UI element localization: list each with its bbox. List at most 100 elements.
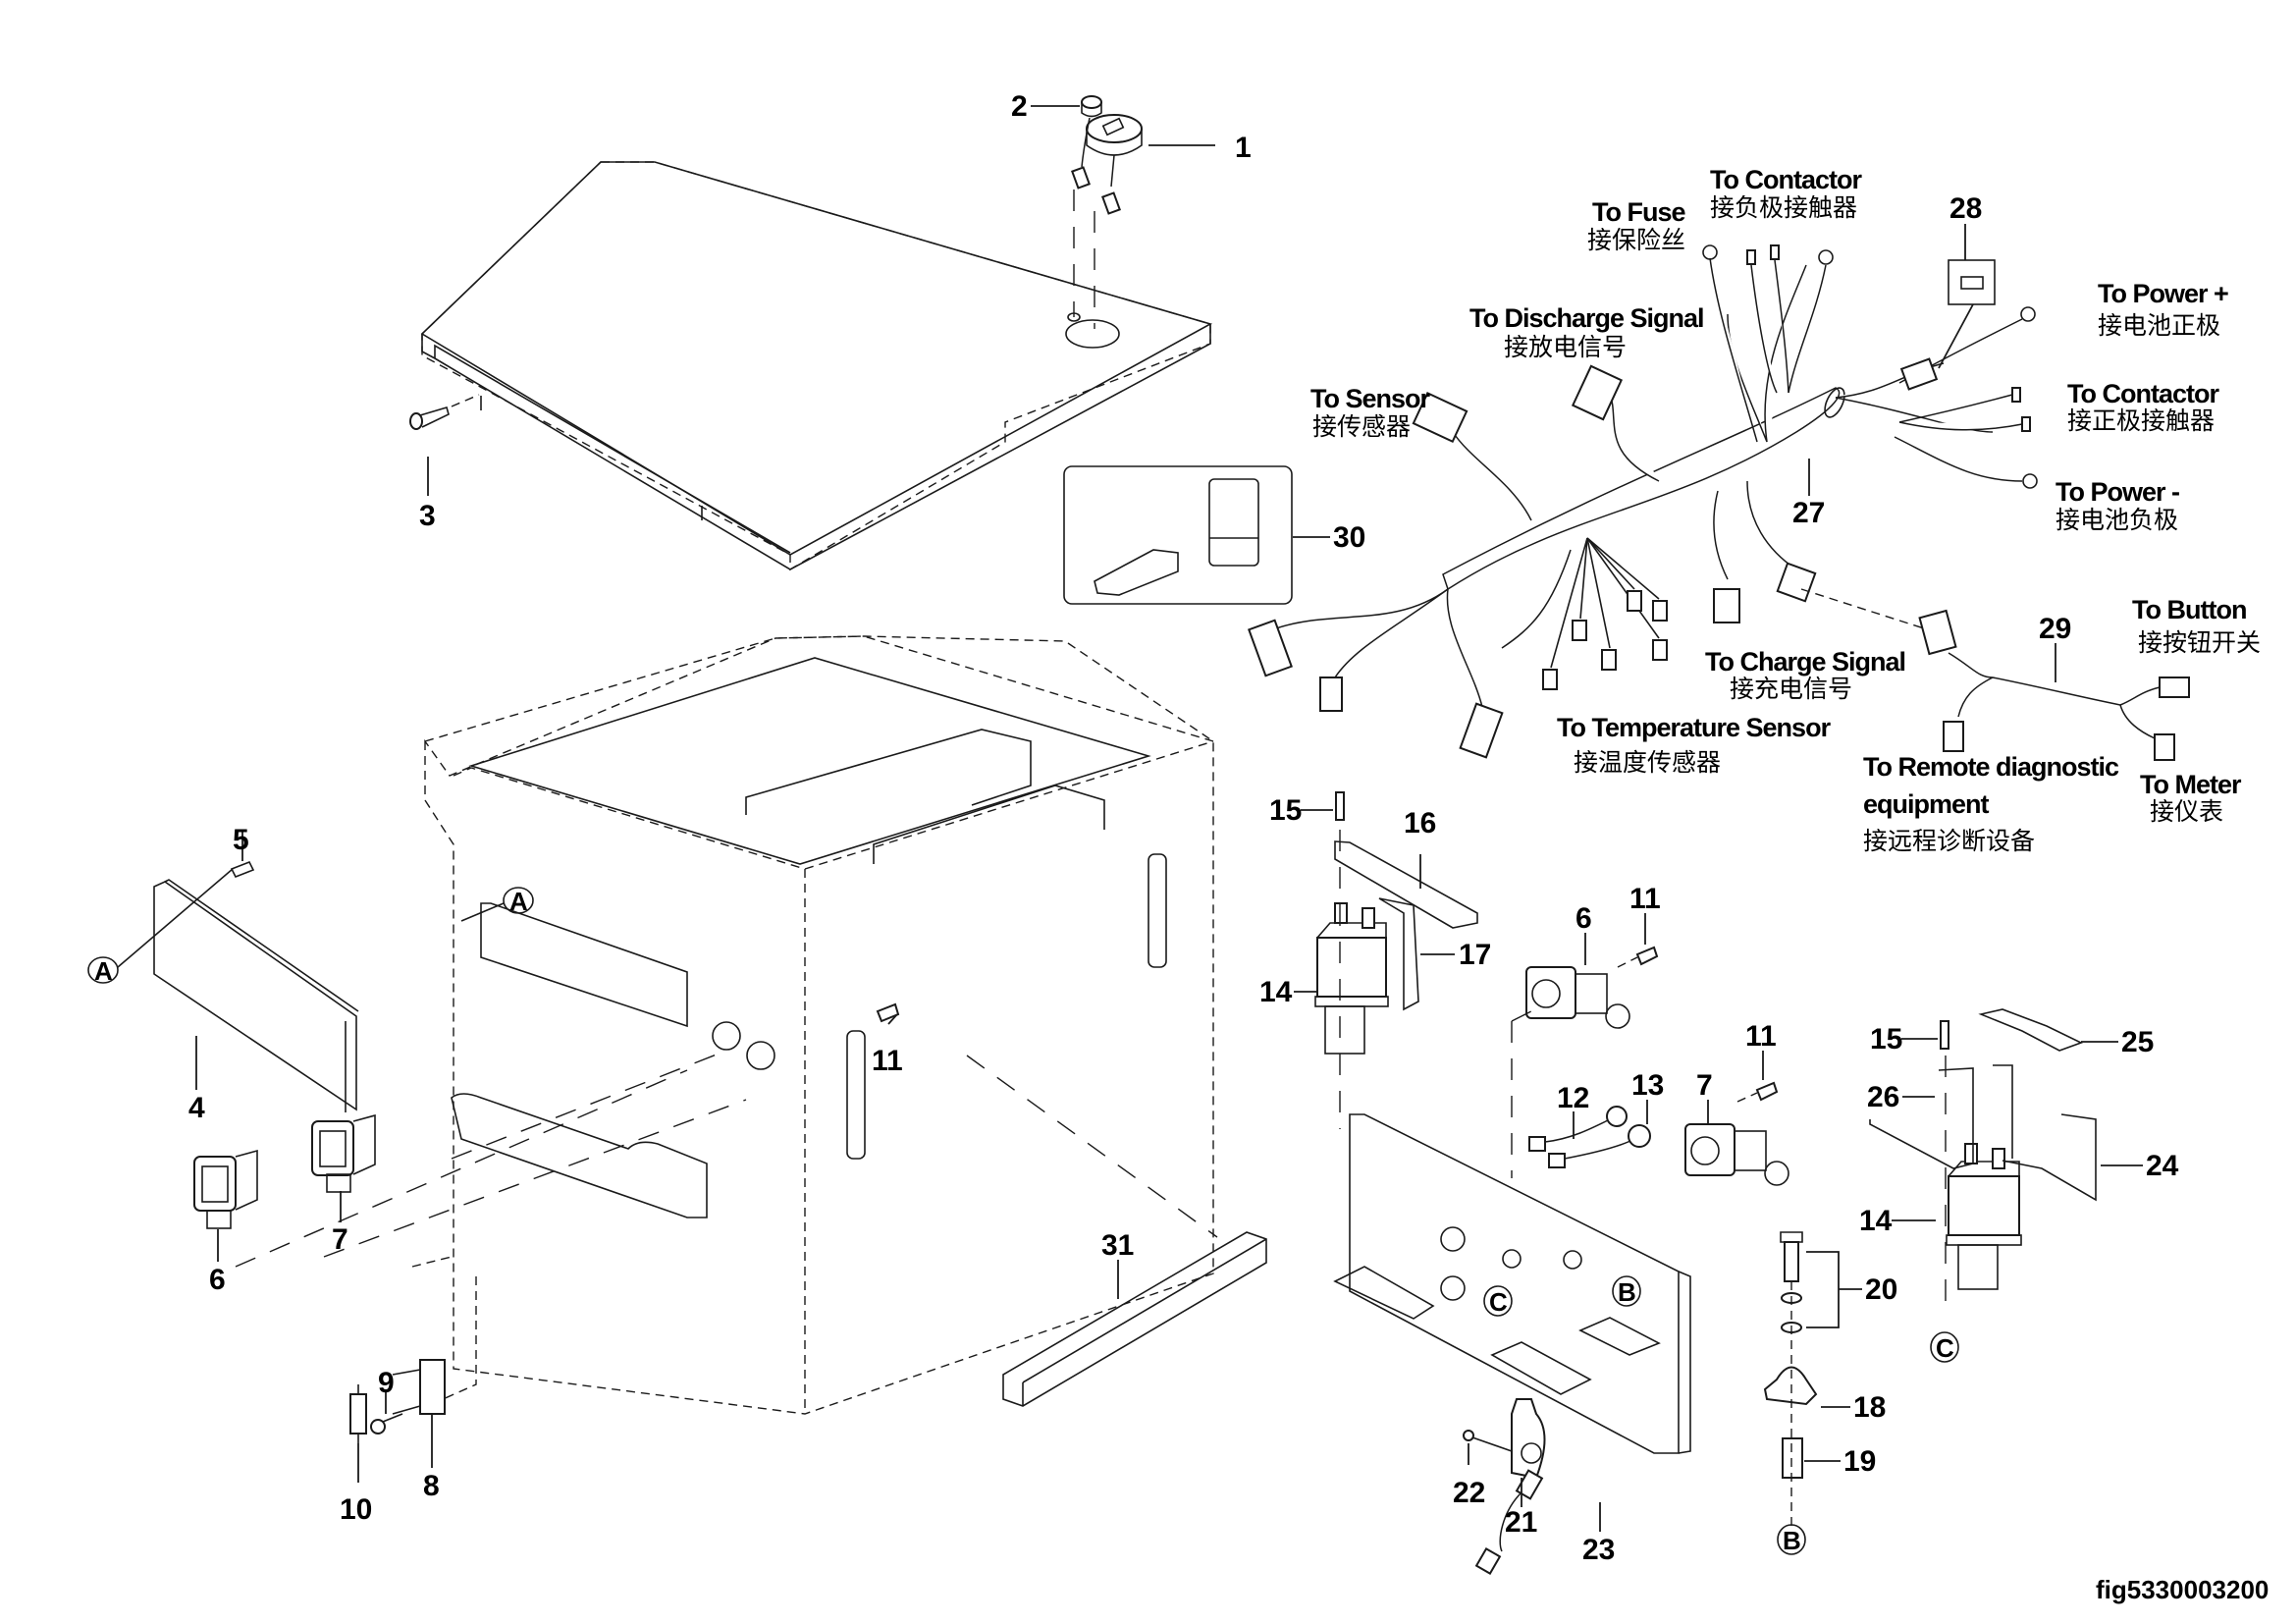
part-6-switch-right[interactable]	[1525, 966, 1630, 1029]
part-12-cable[interactable]	[1528, 1106, 1635, 1168]
svg-text:To Power -: To Power -	[2056, 477, 2179, 507]
svg-text:To Meter: To Meter	[2140, 770, 2242, 799]
callout-8: 8	[423, 1470, 440, 1502]
svg-text:接放电信号: 接放电信号	[1504, 333, 1627, 361]
ref-marker-a-box: A	[460, 887, 534, 922]
ref-marker-c-contactor: C	[1930, 1331, 1959, 1363]
callout-19: 19	[1843, 1445, 1876, 1478]
part-22-screw[interactable]	[1463, 1430, 1513, 1452]
label-to-power-positive: To Power + 接电池正极	[2098, 279, 2229, 340]
part-31-spacer-bar[interactable]	[1002, 1231, 1267, 1407]
label-to-remote-diagnostic: To Remote diagnostic equipment 接远程诊断设备	[1863, 752, 2120, 855]
svg-text:C: C	[1936, 1333, 1954, 1363]
svg-text:To Charge Signal: To Charge Signal	[1705, 647, 1905, 677]
part-1-meter[interactable]	[1086, 114, 1143, 215]
part-23-sensor-cable[interactable]	[1474, 1469, 1544, 1576]
svg-text:A: A	[94, 956, 113, 986]
part-14-contactor-b[interactable]	[1892, 1143, 2022, 1290]
svg-text:To Discharge Signal: To Discharge Signal	[1469, 303, 1704, 333]
part-14-contactor-a[interactable]	[1294, 902, 1389, 1055]
part-5-bolt[interactable]	[230, 830, 255, 879]
reference-markers: A A B B C C	[87, 868, 1959, 1555]
part-24-bracket[interactable]	[1993, 1064, 2143, 1202]
callout-10: 10	[340, 1493, 372, 1526]
svg-text:接充电信号: 接充电信号	[1730, 675, 1852, 703]
svg-text:To Sensor: To Sensor	[1310, 384, 1431, 413]
ref-marker-a-left: A	[87, 868, 234, 986]
label-to-temperature-sensor: To Temperature Sensor 接温度传感器	[1557, 713, 1833, 777]
part-8-fuse-holder[interactable]	[392, 1359, 446, 1415]
label-to-contactor-negative: To Contactor 接负极接触器	[1710, 165, 1863, 222]
callout-6-right: 6	[1575, 902, 1592, 935]
part-7-connector-left[interactable]	[311, 1113, 376, 1193]
part-4-cover-panel[interactable]	[153, 879, 359, 1112]
leader-lines	[195, 105, 2056, 1532]
mounting-plate[interactable]	[1333, 1113, 1691, 1454]
svg-text:接仪表: 接仪表	[2150, 797, 2223, 826]
part-16-bracket[interactable]	[1334, 840, 1478, 929]
part-3-bolt[interactable]	[409, 394, 480, 430]
battery-cover-lid	[420, 161, 1213, 571]
callout-27: 27	[1792, 497, 1825, 529]
svg-text:To Button: To Button	[2132, 595, 2246, 624]
callout-3: 3	[419, 500, 436, 532]
svg-text:接温度传感器: 接温度传感器	[1574, 748, 1721, 777]
label-to-contactor-positive: To Contactor 接正极接触器	[2067, 379, 2220, 435]
battery-box	[235, 635, 1218, 1415]
svg-text:To Contactor: To Contactor	[1710, 165, 1862, 194]
svg-text:To Fuse: To Fuse	[1592, 197, 1685, 227]
part-2-button[interactable]	[1071, 95, 1102, 189]
callout-6-left: 6	[209, 1264, 226, 1296]
label-to-meter: To Meter 接仪表	[2140, 770, 2243, 826]
callout-numbers: 1 2 3 4 5 6 7 8 9 10 11 11 11 6 7 12 13 …	[188, 90, 2179, 1566]
callout-15-a: 15	[1269, 794, 1302, 827]
callout-21: 21	[1505, 1506, 1537, 1539]
part-6-connector-left[interactable]	[193, 1149, 258, 1229]
svg-text:To Power +: To Power +	[2098, 279, 2228, 308]
callout-5: 5	[233, 824, 249, 856]
ref-marker-b-bottom: B	[1777, 1524, 1806, 1555]
svg-text:接负极接触器: 接负极接触器	[1710, 193, 1857, 222]
callout-18: 18	[1853, 1391, 1886, 1424]
part-11-screw-b[interactable]	[1617, 946, 1659, 968]
part-19-standoff[interactable]	[1782, 1437, 1841, 1479]
label-to-button: To Button 接按钮开关	[2132, 595, 2261, 657]
part-11-screw-a[interactable]	[876, 1002, 900, 1023]
part-15-bolt-b[interactable]	[1901, 1020, 1949, 1050]
part-21-current-sensor[interactable]	[1511, 1398, 1546, 1480]
part-15-bolt-a[interactable]	[1301, 791, 1345, 821]
part-18-clamp[interactable]	[1763, 1366, 1850, 1408]
part-9-screw[interactable]	[370, 1413, 403, 1435]
callout-22: 22	[1453, 1477, 1485, 1509]
svg-text:接正极接触器: 接正极接触器	[2067, 406, 2215, 435]
label-to-sensor: To Sensor 接传感器	[1310, 384, 1432, 441]
part-29-sub-harness[interactable]	[1800, 588, 2190, 761]
part-10-fuse[interactable]	[349, 1384, 367, 1443]
callout-23: 23	[1582, 1534, 1615, 1566]
part-28-mini-fuse[interactable]	[1948, 259, 1996, 305]
callout-28: 28	[1949, 192, 1982, 225]
callout-1: 1	[1235, 132, 1252, 164]
svg-text:To Temperature Sensor: To Temperature Sensor	[1557, 713, 1832, 742]
svg-text:接保险丝: 接保险丝	[1587, 226, 1685, 254]
svg-text:接电池负极: 接电池负极	[2056, 506, 2178, 534]
callout-26: 26	[1867, 1081, 1899, 1113]
callout-29: 29	[2039, 613, 2071, 645]
part-13-gland[interactable]	[1628, 1124, 1651, 1148]
callout-11-c: 11	[1745, 1020, 1777, 1053]
callout-14-b: 14	[1859, 1205, 1893, 1237]
label-to-power-negative: To Power - 接电池负极	[2056, 477, 2180, 534]
svg-text:接传感器: 接传感器	[1312, 412, 1411, 441]
callout-20: 20	[1865, 1273, 1897, 1306]
callout-15-b: 15	[1870, 1023, 1902, 1056]
svg-text:A: A	[509, 887, 528, 916]
part-30-remote-kit[interactable]	[1063, 465, 1293, 605]
part-25-bracket[interactable]	[1978, 1008, 2118, 1052]
svg-text:接按钮开关: 接按钮开关	[2138, 628, 2261, 657]
part-26-bracket[interactable]	[1869, 1067, 1974, 1169]
part-11-screw-c[interactable]	[1736, 1081, 1779, 1103]
part-27-main-harness[interactable]	[1248, 244, 2038, 759]
part-20-bolt-set[interactable]	[1780, 1231, 1862, 1333]
part-7-switch-right[interactable]	[1684, 1123, 1789, 1186]
part-17-bracket[interactable]	[1378, 897, 1455, 1011]
